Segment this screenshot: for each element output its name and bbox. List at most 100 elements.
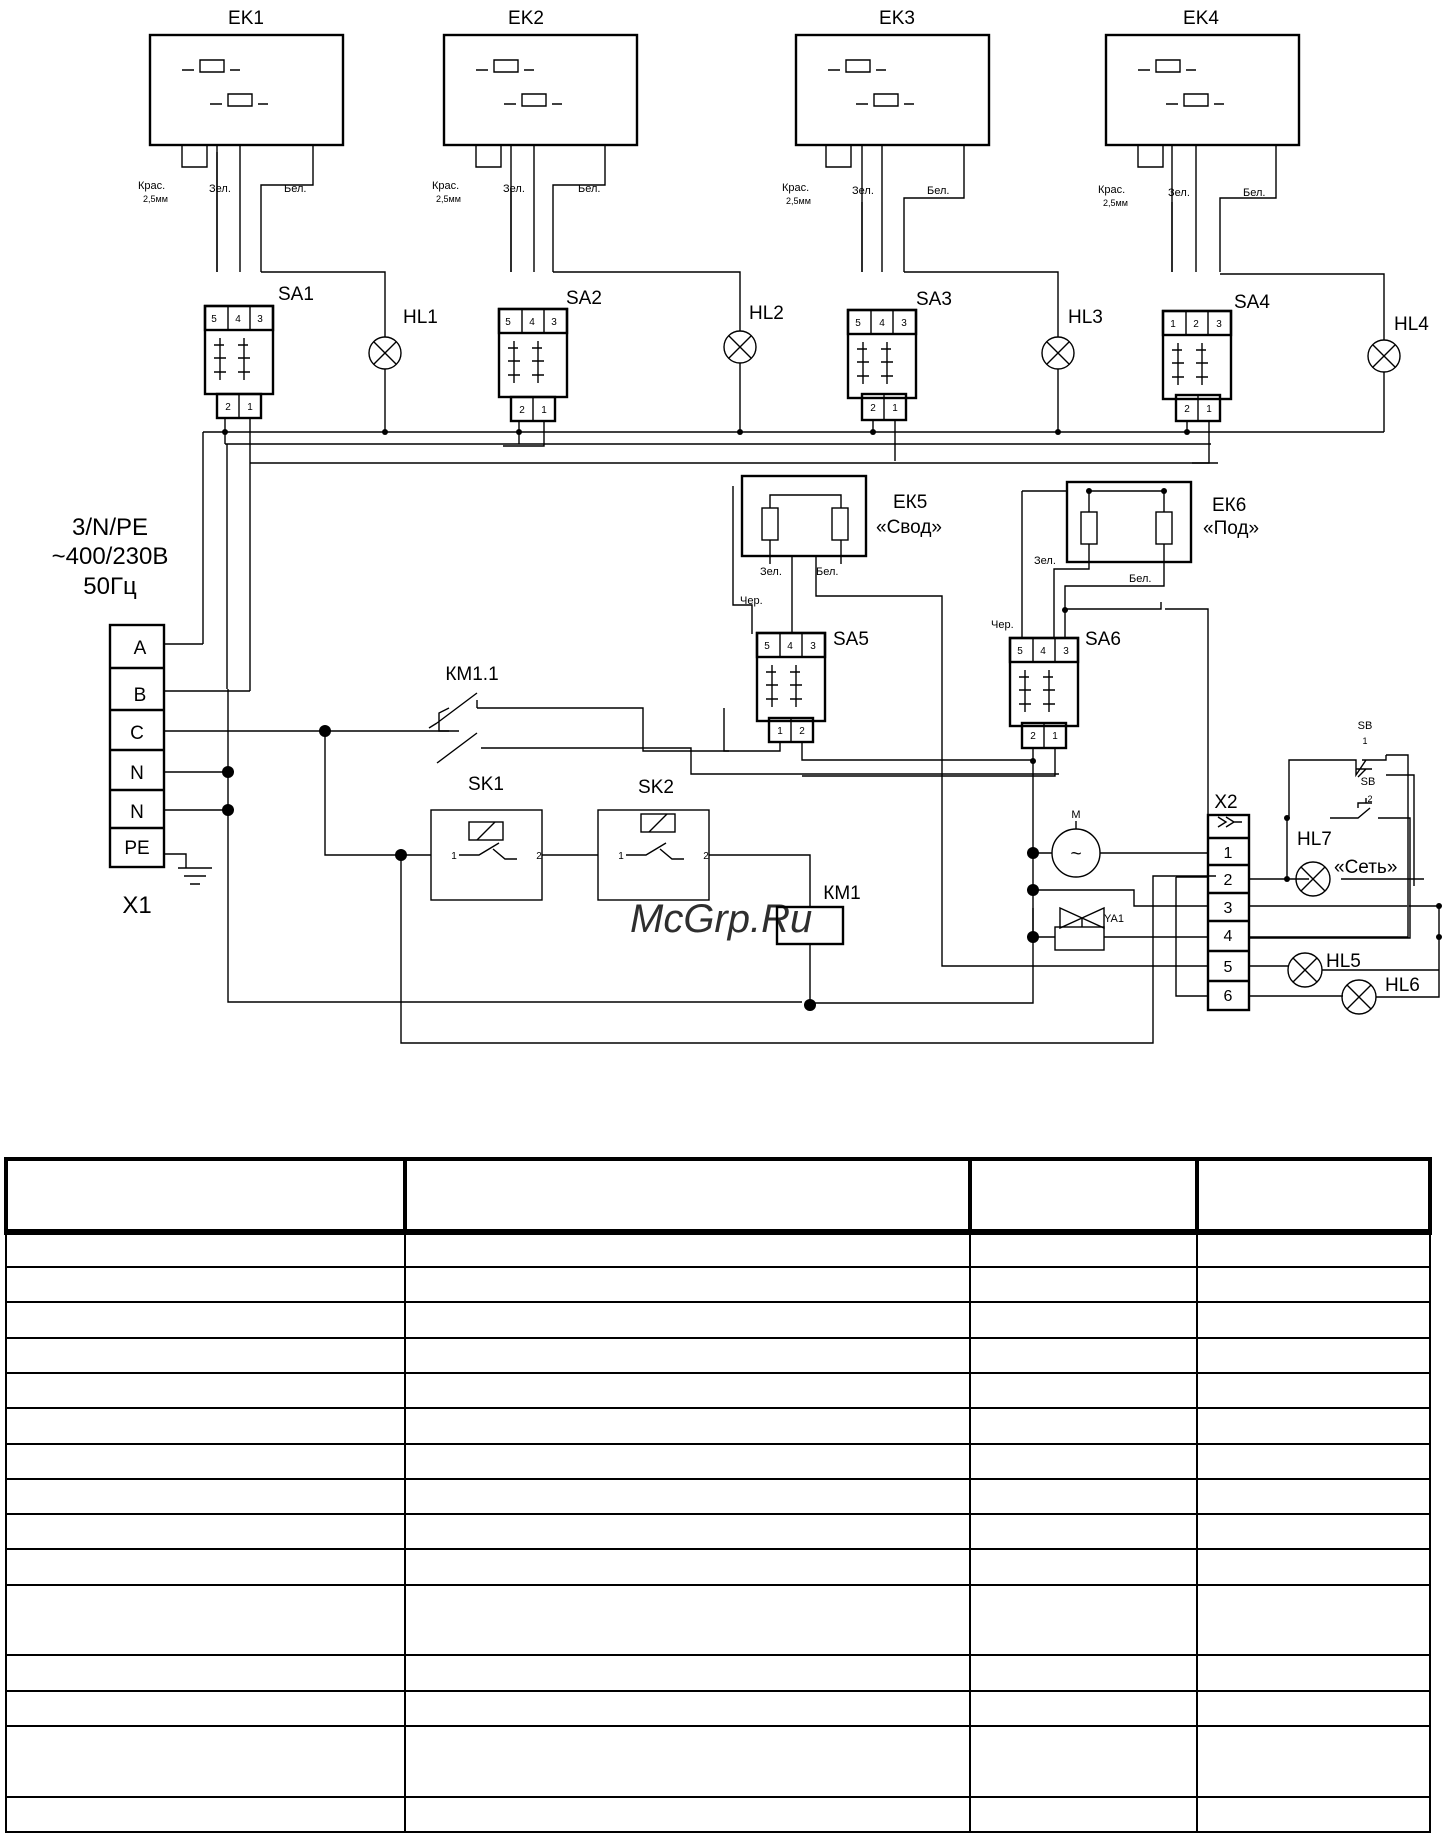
svg-text:SK2: SK2 (638, 777, 674, 798)
svg-text:HL7: HL7 (1297, 829, 1332, 850)
table-cell (1196, 1689, 1431, 1728)
svg-text:ЕК5: ЕК5 (893, 492, 927, 513)
table-cell (969, 1583, 1198, 1657)
table-cell (5, 1513, 406, 1551)
svg-text:X2: X2 (1214, 792, 1237, 813)
svg-text:2: 2 (225, 402, 231, 413)
switch-label: SA6 (1085, 629, 1121, 650)
svg-text:Крас.: Крас. (432, 180, 459, 192)
svg-text:Чер.: Чер. (991, 619, 1014, 631)
svg-text:3/N/PE: 3/N/PE (72, 514, 148, 541)
table-cell (1196, 1795, 1431, 1834)
heater-ek6: ЕК6 «Под» Зел. Бел. Чер. (991, 480, 1259, 638)
svg-text:Бел.: Бел. (284, 183, 306, 195)
svg-text:1: 1 (1206, 404, 1212, 415)
svg-text:~: ~ (1070, 844, 1081, 865)
svg-text:4: 4 (1224, 928, 1233, 945)
svg-text:3: 3 (1216, 319, 1222, 330)
svg-text:HL3: HL3 (1068, 307, 1103, 328)
table-cell (1196, 1371, 1431, 1410)
table-cell (5, 1407, 406, 1445)
switch-sa5: 5 4 3 1 2 SA5 (755, 629, 869, 744)
svg-text:3: 3 (810, 641, 816, 652)
svg-text:5: 5 (211, 314, 217, 325)
motor-m: ~ M (1033, 809, 1208, 878)
table-row (5, 1230, 1431, 1268)
svg-text:2: 2 (1030, 731, 1036, 742)
svg-text:Бел.: Бел. (1129, 573, 1151, 585)
svg-text:5: 5 (764, 641, 770, 652)
table-cell (5, 1583, 406, 1657)
lamp-hl7: HL7 «Сеть» (1249, 829, 1424, 897)
svg-text:~400/230В: ~400/230В (52, 543, 169, 570)
svg-text:«Под»: «Под» (1203, 518, 1259, 539)
table-cell (404, 1442, 971, 1480)
lamp-hl5: HL5 (1287, 951, 1361, 988)
table-cell (969, 1371, 1198, 1410)
svg-text:3: 3 (901, 318, 907, 329)
table-cell (969, 1230, 1198, 1268)
table-cell (5, 1230, 406, 1268)
svg-text:5: 5 (505, 317, 511, 328)
svg-text:Крас.: Крас. (138, 180, 165, 192)
table-row (5, 1795, 1431, 1834)
table-cell (5, 1336, 406, 1374)
svg-text:1: 1 (1224, 845, 1233, 862)
table-row (5, 1654, 1431, 1692)
svg-text:2: 2 (519, 405, 525, 416)
table-cell (404, 1407, 971, 1445)
table-cell (969, 1301, 1198, 1339)
terminal-x1: A B C N N PE X1 (108, 623, 212, 919)
lamp-hl1: HL1 (261, 271, 438, 432)
svg-text:2,5мм: 2,5мм (143, 194, 168, 204)
svg-text:5: 5 (855, 318, 861, 329)
table-cell (5, 1442, 406, 1480)
contactor-km11: КМ1.1 (428, 664, 1059, 775)
svg-text:HL6: HL6 (1385, 975, 1420, 996)
table-cell (5, 1548, 406, 1586)
table-header-row (4, 1157, 1432, 1235)
svg-text:50Гц: 50Гц (83, 573, 137, 600)
heater-ek2: EK2 (442, 8, 639, 147)
valve-ya1: YA1 (1032, 906, 1208, 951)
svg-text:Крас.: Крас. (1098, 184, 1125, 196)
table-cell (1196, 1548, 1431, 1586)
svg-text:HL5: HL5 (1326, 951, 1361, 972)
table-cell (4, 1157, 407, 1235)
table-cell (404, 1725, 971, 1798)
svg-text:6: 6 (1224, 988, 1233, 1005)
terminal-x2: X2 1 2 3 4 5 6 (1206, 792, 1251, 1012)
svg-text:2: 2 (1224, 872, 1233, 889)
switch-label: SA4 (1234, 292, 1270, 313)
table-cell (403, 1157, 972, 1235)
svg-text:Зел.: Зел. (503, 183, 525, 195)
svg-text:1: 1 (618, 851, 624, 862)
table-cell (1196, 1301, 1431, 1339)
svg-text:HL4: HL4 (1394, 314, 1429, 335)
watermark: McGrp.Ru (630, 897, 812, 941)
lamp-hl6: HL6 (1341, 975, 1420, 1015)
heater-label: EK3 (879, 8, 915, 29)
table-row (5, 1371, 1431, 1410)
svg-text:Зел.: Зел. (760, 566, 782, 578)
thermostat-sk2: 1 2 SK2 (597, 777, 710, 901)
svg-text:КМ1: КМ1 (823, 883, 860, 904)
heater-ek4: EK4 (1104, 8, 1301, 147)
table-row (5, 1689, 1431, 1728)
table-row (5, 1265, 1431, 1304)
table-row (5, 1548, 1431, 1586)
table-cell (404, 1477, 971, 1516)
svg-text:Крас.: Крас. (782, 182, 809, 194)
heater-ek3: EK3 (794, 8, 991, 147)
table-cell (969, 1477, 1198, 1516)
svg-text:5: 5 (1224, 959, 1233, 976)
heater-label: EK2 (508, 8, 544, 29)
svg-text:Чер.: Чер. (740, 595, 763, 607)
svg-text:1: 1 (247, 402, 253, 413)
svg-text:SB: SB (1361, 776, 1376, 788)
svg-text:2: 2 (536, 851, 542, 862)
lamp-hl2: HL2 (553, 271, 784, 432)
table-cell (1196, 1725, 1431, 1798)
table-cell (969, 1548, 1198, 1586)
table-cell (404, 1371, 971, 1410)
